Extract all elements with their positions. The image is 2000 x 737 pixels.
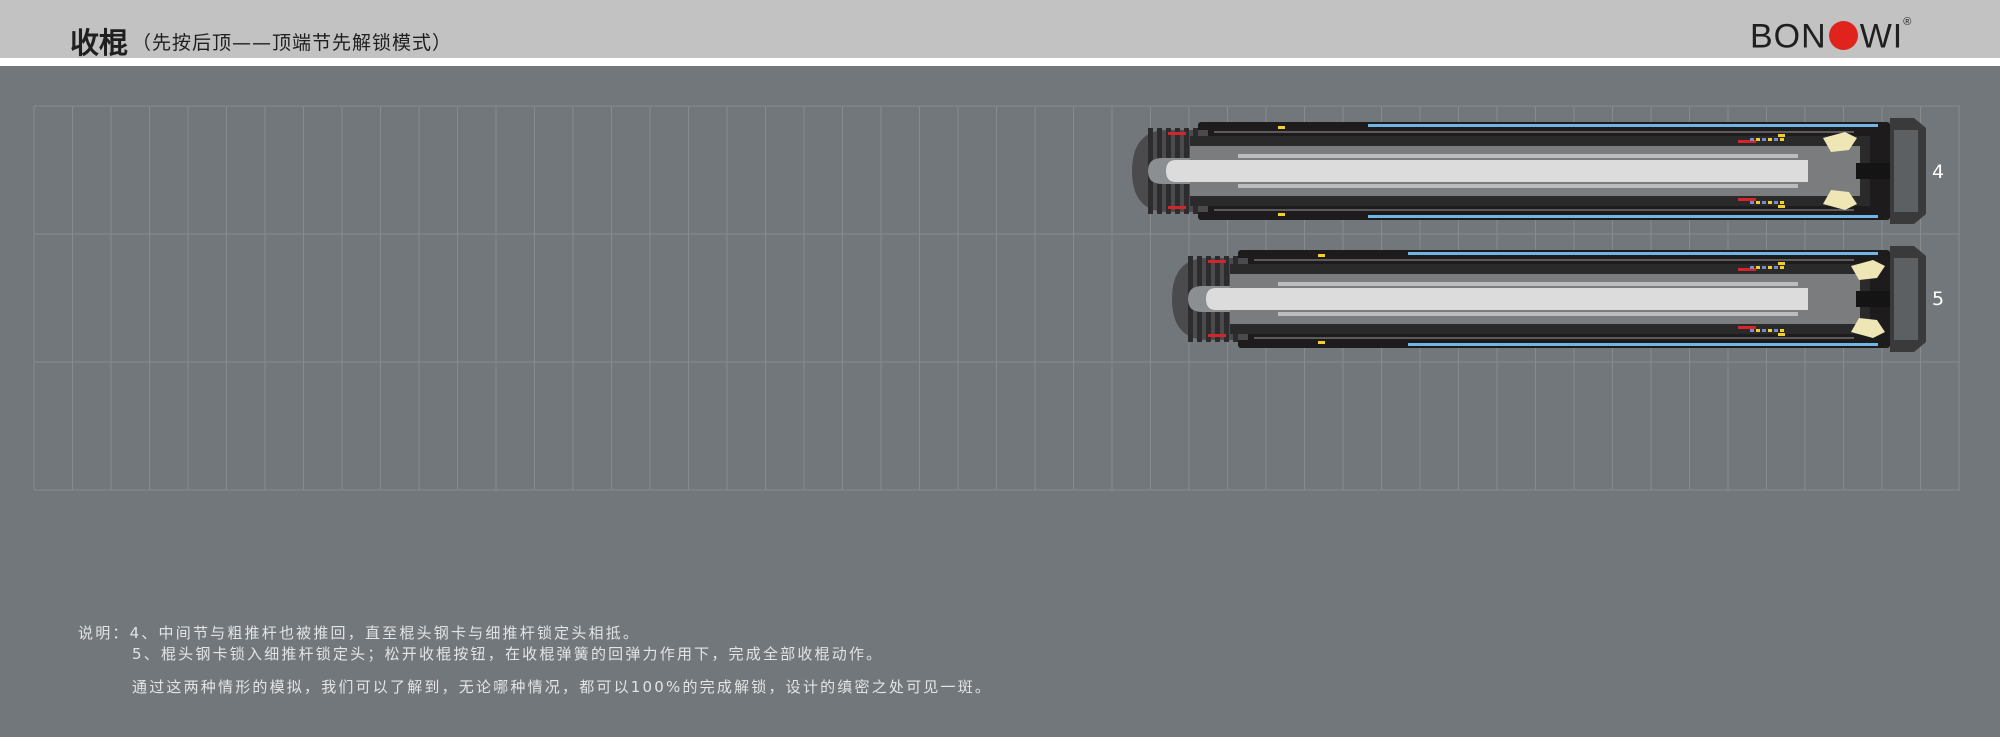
spring-coil-marker [1768,201,1772,204]
rod-tip [1856,291,1890,307]
baton-cross-section-stage-5 [1172,246,1926,352]
spring-coil-marker [1762,266,1766,269]
rail-bottom [1254,337,1854,339]
red-marker [1208,260,1226,263]
title-main: 收棍 [70,26,129,60]
red-marker [1738,326,1756,329]
spring-coil-marker [1768,266,1772,269]
brand-logo: BON WI® [1750,16,1912,56]
spring-coil-marker [1762,201,1766,204]
header-divider [0,58,2000,66]
spring-coil-marker [1750,266,1754,269]
spring-coil-marker [1756,201,1760,204]
red-marker [1738,140,1756,143]
yellow-marker [1778,205,1785,208]
lock-head-top [1851,260,1885,280]
rod-edge-top [1238,154,1798,158]
blue-stripe-top [1408,252,1878,255]
spring-coil-marker [1756,329,1760,332]
red-marker [1168,206,1186,209]
logo-text-left: BON [1750,17,1827,56]
title-subtitle: （先按后顶——顶端节先解锁模式） [132,31,453,54]
logo-registered-mark: ® [1903,16,1913,28]
spring-coil-marker [1780,138,1784,141]
note-line-5: 5、棍头钢卡锁入细推杆锁定头；松开收棍按钮，在收棍弹簧的回弹力作用下，完成全部收… [132,645,884,663]
yellow-marker [1278,213,1285,216]
spring-coil-marker [1780,201,1784,204]
rail-top [1214,131,1854,133]
spring-coil-marker [1768,138,1772,141]
logo-text-right: WI [1859,17,1904,56]
red-marker [1738,198,1756,201]
yellow-marker [1778,333,1785,336]
rail-bottom [1214,209,1854,211]
rod-edge-bottom [1238,184,1798,188]
spring-coil-marker [1780,266,1784,269]
end-cap-recess [1894,258,1918,340]
note-line-4: 说明：4、中间节与粗推杆也被推回，直至棍头钢卡与细推杆锁定头相抵。 [78,623,992,644]
spring-coil-marker [1774,138,1778,141]
rod-edge-top [1278,282,1798,286]
yellow-marker [1778,134,1785,137]
spring-coil-marker [1756,138,1760,141]
stage-label-4: 4 [1932,161,1945,183]
end-cap-recess [1894,130,1918,212]
inner-push-rod [1206,288,1808,310]
header-bar [0,0,2000,58]
rod-tip [1856,163,1890,179]
notes-prefix: 说明： [78,624,130,642]
red-marker [1208,334,1226,337]
spring-coil-marker [1762,329,1766,332]
spring-coil-marker [1750,329,1754,332]
spring-coil-marker [1774,266,1778,269]
stage-label-5: 5 [1932,288,1945,310]
spring-coil-marker [1756,266,1760,269]
spring-coil-marker [1750,138,1754,141]
baton-cross-section-stage-4 [1132,118,1926,224]
note-text-4: 4、中间节与粗推杆也被推回，直至棍头钢卡与细推杆锁定头相抵。 [129,624,641,642]
spring-coil-marker [1780,329,1784,332]
yellow-marker [1318,254,1325,257]
blue-stripe-bottom [1368,215,1878,218]
red-marker [1738,268,1756,271]
yellow-marker [1278,126,1285,129]
rail-top [1254,259,1854,261]
yellow-marker [1318,341,1325,344]
spring-coil-marker [1768,329,1772,332]
logo-red-dot-icon [1828,20,1858,50]
blue-stripe-top [1368,124,1878,127]
lock-head-bottom [1851,318,1885,338]
spring-coil-marker [1750,201,1754,204]
page-title: 收棍（先按后顶——顶端节先解锁模式） [70,20,452,62]
inner-push-rod [1166,160,1808,182]
spring-coil-marker [1774,201,1778,204]
note-summary: 通过这两种情形的模拟，我们可以了解到，无论哪种情况，都可以100%的完成解锁，设… [132,678,993,696]
spring-coil-marker [1774,329,1778,332]
yellow-marker [1778,262,1785,265]
lock-head-bottom [1823,190,1857,210]
spring-coil-marker [1762,138,1766,141]
explanation-notes: 说明：4、中间节与粗推杆也被推回，直至棍头钢卡与细推杆锁定头相抵。 5、棍头钢卡… [78,623,992,698]
lock-head-top [1823,132,1857,152]
diagram-area: 4 5 [0,66,2000,737]
blue-stripe-bottom [1408,343,1878,346]
red-marker [1168,132,1186,135]
rod-edge-bottom [1278,312,1798,316]
